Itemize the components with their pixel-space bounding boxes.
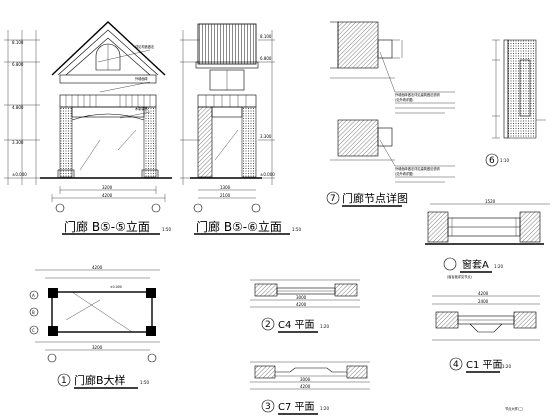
front-elevation-title: 门廊 B⑤-⑤立面 [64, 219, 150, 234]
plan-b-detail: 4200 ±0.000 3200 A B C 1 门廊B大样 1:50 [29, 265, 160, 389]
window-a-dim: 1520 [485, 199, 496, 204]
c4-scale: 1:20 [320, 324, 329, 329]
plan-b-title: 门廊B大样 [74, 373, 126, 387]
detail-6-scale: 1:10 [500, 158, 509, 163]
node-note-4: (见外墙详图) [395, 171, 413, 176]
plan-b-number: 1 [61, 376, 67, 386]
front-dim-1: 3200 [102, 185, 113, 190]
plan-c1-detail: 4200 2400 4 C1 平面 1:20 [432, 291, 540, 373]
c4-title: C4 平面 [278, 320, 315, 331]
c4-number: 2 [265, 320, 271, 330]
plan-c7-detail: 3000 4200 3 C7 平面 1:20 [250, 361, 370, 415]
node-note-3: 外墙面砖做法详见建筑做法说明 [395, 166, 440, 171]
c7-number: 3 [265, 402, 271, 412]
c4-dim-1: 3000 [296, 295, 307, 300]
level-0: ±0.000 [12, 172, 27, 177]
c7-dim-1: 3000 [300, 377, 311, 382]
window-a-title: 窗套A [462, 258, 489, 271]
c7-title: C7 平面 [278, 402, 315, 413]
node-details: 外墙面砖做法详见建筑做法说明 (见外墙详图) 外墙面砖做法详见建筑做法说明 (见… [326, 21, 455, 207]
detail-6-number: 6 [489, 156, 495, 166]
plan-b-note: ±0.000 [110, 285, 122, 289]
node-detail-number: 7 [330, 194, 336, 204]
c1-scale: 1:20 [502, 364, 511, 369]
side-level-1: 8.100 [260, 34, 272, 39]
window-a-scale: 1:20 [494, 264, 503, 269]
c7-scale: 1:20 [320, 406, 329, 411]
sheet-stamp: 节点大样(二) [505, 406, 523, 411]
c4-dim-2: 4200 [296, 302, 307, 307]
detail-6: 6 1:10 [485, 39, 546, 167]
side-elevation-title: 门廊 B⑤-⑥立面 [196, 219, 282, 234]
side-level-3: 3.300 [260, 134, 272, 139]
side-level-4: ±0.000 [260, 172, 275, 177]
side-elevation-scale: 1:50 [292, 227, 301, 232]
side-dim-1: 1300 [220, 185, 231, 190]
node-note-2: (见外墙详图) [395, 97, 413, 102]
c1-title: C1 平面 [466, 360, 503, 371]
side-elevation: 8.100 6.800 3.300 ±0.000 1300 2100 门廊 B⑤… [180, 23, 301, 235]
plan-b-axis-c: C [32, 328, 35, 333]
side-dim-2: 2100 [220, 193, 231, 198]
front-note-2: 外墙面砖 [135, 76, 149, 81]
front-note-1: 详见构造做法 [135, 44, 154, 49]
plan-c4-detail: 3000 4200 2 C4 平面 1:20 [250, 279, 360, 333]
window-a-note: (窗台板详见节点) [447, 274, 472, 279]
side-level-2: 6.800 [260, 56, 272, 61]
plan-b-dim-top: 4200 [92, 265, 103, 270]
level-4800: 4.800 [12, 105, 24, 110]
c1-dim-1: 4200 [478, 291, 489, 296]
front-dim-2: 4200 [102, 193, 113, 198]
c1-number: 4 [453, 360, 459, 370]
front-elevation-scale: 1:50 [162, 227, 171, 232]
c7-dim-2: 4200 [300, 384, 311, 389]
level-3300: 3.300 [12, 140, 24, 145]
plan-b-scale: 1:50 [140, 380, 149, 385]
plan-b-axis-b: B [32, 310, 35, 315]
level-6800: 6.800 [12, 62, 24, 67]
level-8100: 8.100 [12, 40, 24, 45]
node-detail-title: 门廊节点详图 [342, 191, 408, 205]
window-a-detail: 1520 窗套A 1:20 (窗台板详见节点) [425, 199, 550, 279]
c1-dim-2: 2400 [478, 299, 489, 304]
plan-b-axis-a: A [32, 293, 35, 298]
plan-b-dim-bottom: 3200 [92, 345, 103, 350]
front-note-3: 木制装饰 [135, 106, 148, 111]
front-elevation: 8.100 6.800 4.800 3.300 ±0.000 [4, 21, 172, 235]
node-note-1: 外墙面砖做法详见建筑做法说明 [395, 92, 440, 97]
